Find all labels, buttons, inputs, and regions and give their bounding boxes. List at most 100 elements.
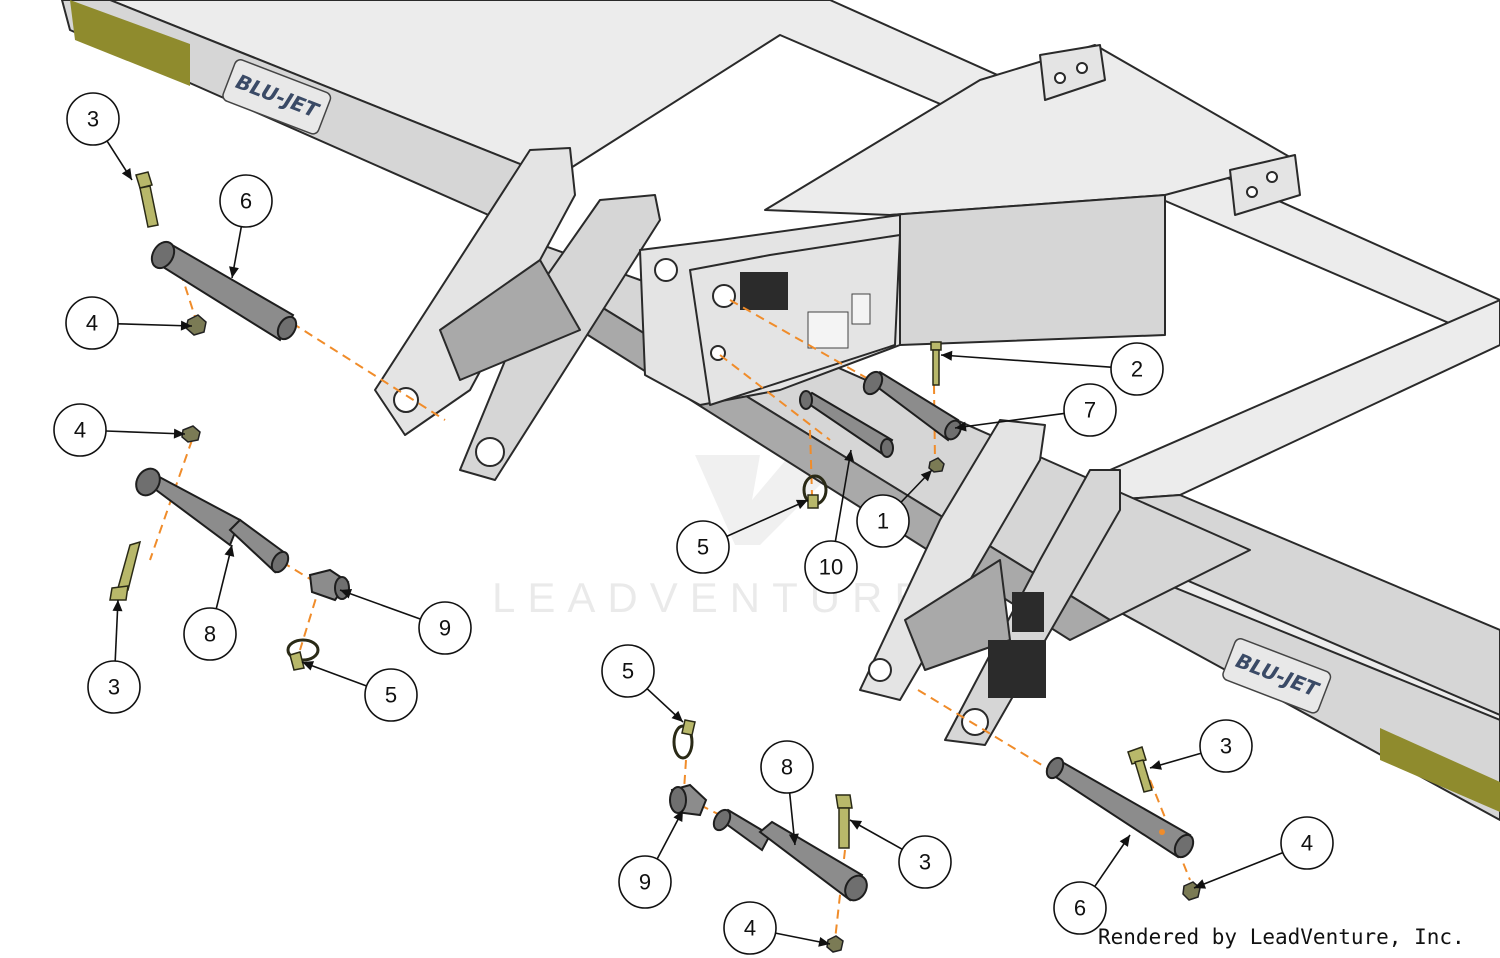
callout-number: 5 bbox=[385, 683, 397, 708]
reflector-stripe-left bbox=[70, 0, 190, 86]
callout-bubble bbox=[1199, 719, 1253, 773]
callout-bubble bbox=[601, 644, 655, 698]
callout-arrowhead bbox=[340, 589, 353, 599]
callout-bubble bbox=[1053, 881, 1107, 935]
center-tongue bbox=[639, 44, 1301, 406]
nut-1 bbox=[928, 457, 945, 473]
left-hitch-bracket bbox=[374, 147, 661, 481]
callout-arrowhead bbox=[1119, 835, 1130, 847]
callout-number: 9 bbox=[439, 616, 451, 641]
callout-bubble bbox=[219, 174, 273, 228]
callout-arrowhead bbox=[818, 936, 830, 947]
callout-number: 8 bbox=[781, 755, 793, 780]
callout-arrowhead bbox=[671, 710, 683, 722]
callout-bubble bbox=[418, 601, 472, 655]
right-hitch-bracket bbox=[859, 419, 1121, 746]
callout-arrowhead bbox=[920, 470, 932, 482]
callout-number: 9 bbox=[639, 870, 651, 895]
callout-bubble bbox=[66, 92, 120, 146]
callout-bubble bbox=[87, 660, 141, 714]
callout-arrowhead bbox=[180, 320, 192, 331]
callout-number: 3 bbox=[108, 675, 120, 700]
callout-bubble bbox=[1280, 816, 1334, 870]
callout-number: 5 bbox=[622, 659, 634, 684]
reflector-stripe-right bbox=[1380, 728, 1500, 812]
callout-number: 4 bbox=[74, 418, 86, 443]
hairpin-5-center bbox=[802, 474, 828, 509]
callout-leader bbox=[954, 412, 1065, 429]
pin-10 bbox=[799, 390, 894, 458]
hairpin-5-bottom bbox=[672, 719, 696, 760]
callout-number: 6 bbox=[240, 189, 252, 214]
callout-bubble bbox=[53, 403, 107, 457]
callout-leader bbox=[117, 322, 193, 327]
callout-arrowhead bbox=[302, 661, 315, 671]
clevis-pin-6-right bbox=[1045, 756, 1195, 859]
warning-decal-right bbox=[1012, 592, 1044, 632]
callout-leader bbox=[940, 354, 1112, 368]
caution-decal-right bbox=[988, 640, 1046, 698]
callout-arrowhead bbox=[224, 545, 235, 557]
callout-leader bbox=[105, 430, 186, 435]
callout-bubble bbox=[804, 540, 858, 594]
bushing-9-left bbox=[308, 568, 350, 602]
callout-leader bbox=[1193, 851, 1284, 889]
callout-number: 10 bbox=[819, 555, 843, 580]
callout-arrowhead bbox=[121, 168, 132, 180]
callout-bubble bbox=[856, 494, 910, 548]
callout-bubble bbox=[364, 668, 418, 722]
callout-number: 7 bbox=[1084, 398, 1096, 423]
callout-arrowhead bbox=[788, 833, 799, 845]
callout-bubble bbox=[65, 296, 119, 350]
callout-number: 4 bbox=[86, 311, 98, 336]
callout-leader bbox=[726, 499, 809, 538]
clevis-pin-6-upper bbox=[150, 240, 298, 342]
bolt-3-right bbox=[1127, 746, 1153, 793]
callout-bubble bbox=[1063, 383, 1117, 437]
callout-leader bbox=[339, 589, 421, 620]
callout-number: 4 bbox=[744, 916, 756, 941]
warning-decal bbox=[740, 272, 788, 310]
bushing-9-bottom bbox=[669, 783, 708, 817]
callout-leader bbox=[301, 661, 367, 687]
stepped-pin-8-left bbox=[135, 467, 290, 574]
callout-bubble bbox=[898, 835, 952, 889]
callout-arrowhead bbox=[673, 810, 683, 823]
render-credit: Rendered by LeadVenture, Inc. bbox=[1098, 925, 1465, 949]
callout-bubble bbox=[723, 901, 777, 955]
callout-number: 3 bbox=[919, 850, 931, 875]
callout-arrowhead bbox=[795, 499, 808, 510]
bolt-3-upper-left bbox=[135, 171, 159, 228]
callout-arrowhead bbox=[229, 266, 239, 278]
callout-number: 3 bbox=[1220, 734, 1232, 759]
bolt-2 bbox=[930, 341, 942, 386]
callout-number: 6 bbox=[1074, 896, 1086, 921]
callout-leader bbox=[834, 449, 852, 542]
bolt-3-left-lower bbox=[109, 540, 142, 601]
callout-bubble bbox=[618, 855, 672, 909]
nut-4-b bbox=[181, 425, 201, 443]
callout-number: 3 bbox=[87, 107, 99, 132]
nut-4-bottom bbox=[826, 935, 844, 953]
watermark-text: LEADVENTURE bbox=[492, 574, 934, 621]
callout-number: 2 bbox=[1131, 357, 1143, 382]
callout-arrowhead bbox=[1150, 760, 1162, 770]
callout-bubble bbox=[1110, 342, 1164, 396]
callout-arrowhead bbox=[173, 428, 185, 439]
pin-7-center bbox=[862, 370, 962, 442]
callout-arrowhead bbox=[955, 421, 967, 432]
stepped-pin-8-bottom bbox=[712, 808, 868, 902]
callout-bubble bbox=[760, 740, 814, 794]
callout-arrowhead bbox=[112, 600, 123, 612]
callout-arrowhead bbox=[1194, 879, 1207, 889]
callout-number: 5 bbox=[697, 535, 709, 560]
callout-bubble bbox=[183, 607, 237, 661]
callout-arrowhead bbox=[941, 350, 953, 361]
bolt-3-bottom bbox=[835, 794, 853, 849]
callout-bubble bbox=[676, 520, 730, 574]
callout-arrowhead bbox=[850, 820, 863, 830]
hairpin-5-left bbox=[286, 638, 320, 671]
callout-number: 4 bbox=[1301, 831, 1313, 856]
